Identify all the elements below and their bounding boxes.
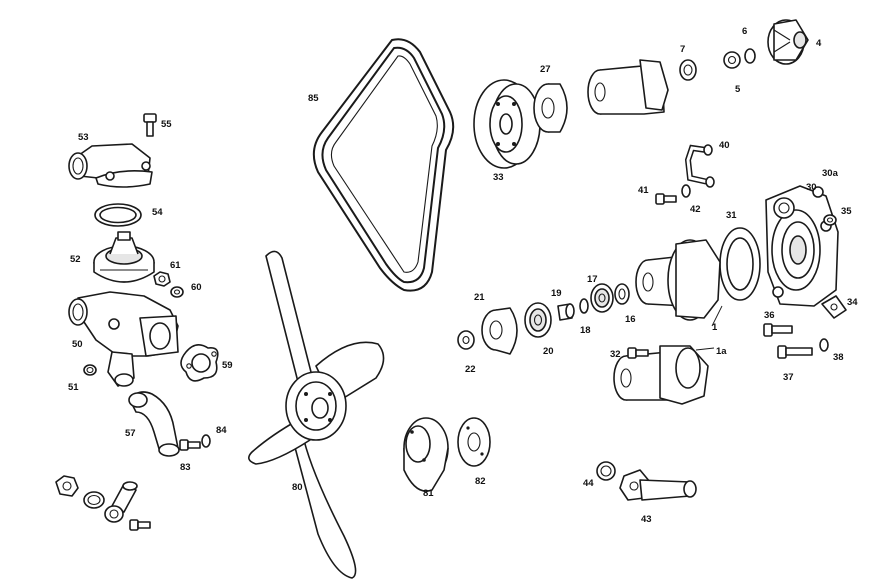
label-59: 59 [222, 360, 233, 371]
bolt-55[interactable] [143, 113, 157, 137]
label-1: 1 [712, 322, 718, 333]
v-belt-85[interactable] [312, 38, 455, 292]
bolt-41[interactable] [655, 193, 677, 205]
label-7: 7 [680, 44, 685, 55]
fan-80[interactable] [248, 250, 385, 579]
label-17: 17 [587, 274, 598, 285]
label-50: 50 [72, 339, 83, 350]
washer-22[interactable] [457, 330, 475, 350]
label-1a: 1a [716, 346, 727, 357]
washer-60[interactable] [170, 286, 184, 298]
part-labels: 1 1a 4 5 6 7 16 17 18 19 20 21 22 27 30 … [68, 26, 858, 525]
label-85: 85 [308, 93, 319, 104]
bolt-83[interactable] [179, 439, 201, 451]
washer-6[interactable] [744, 48, 756, 64]
label-20: 20 [543, 346, 554, 357]
gasket-31[interactable] [719, 227, 761, 301]
label-5: 5 [735, 84, 741, 95]
hose-57[interactable] [128, 391, 180, 457]
label-30: 30 [806, 182, 817, 193]
plug-51[interactable] [83, 364, 97, 376]
seal-ring-54[interactable] [94, 203, 142, 227]
label-32: 32 [610, 349, 621, 360]
plate-82[interactable] [457, 417, 491, 467]
flange-21[interactable] [481, 307, 518, 355]
thermostat-cover-53[interactable] [68, 143, 153, 188]
label-22: 22 [465, 364, 476, 375]
label-4: 4 [816, 38, 822, 49]
label-43: 43 [641, 514, 652, 525]
label-33: 33 [493, 172, 504, 183]
pulley-33[interactable] [473, 79, 541, 169]
water-pump-1[interactable] [635, 239, 721, 321]
label-80: 80 [292, 482, 303, 493]
thermostat-52[interactable] [93, 231, 155, 283]
pump-housing-30[interactable] [765, 185, 839, 307]
bolt-32[interactable] [627, 347, 649, 359]
ring-18[interactable] [579, 298, 589, 314]
label-19: 19 [551, 288, 562, 299]
impeller-4[interactable] [767, 19, 809, 65]
gasket-59[interactable] [180, 344, 219, 382]
outlet-pipe-43[interactable] [619, 469, 697, 501]
pipe-40[interactable] [684, 144, 715, 188]
thermostat-housing-50[interactable] [68, 291, 179, 387]
seal-16[interactable] [614, 283, 630, 305]
label-51: 51 [68, 382, 79, 393]
washer-84[interactable] [201, 434, 211, 448]
label-16: 16 [625, 314, 636, 325]
spacer-81[interactable] [403, 417, 449, 492]
label-40: 40 [719, 140, 730, 151]
water-pump-assembly-1a[interactable] [613, 345, 709, 405]
label-30a: 30a [822, 168, 839, 179]
plate-34[interactable] [821, 295, 847, 319]
leader-lines [695, 305, 723, 351]
label-34: 34 [847, 297, 858, 308]
label-38: 38 [833, 352, 844, 363]
seal-7[interactable] [679, 59, 697, 81]
bolt-36[interactable] [763, 323, 793, 337]
label-37: 37 [783, 372, 794, 383]
bolt-37[interactable] [777, 345, 813, 359]
label-54: 54 [152, 207, 163, 218]
washer-42[interactable] [681, 184, 691, 198]
bearing-17[interactable] [590, 283, 614, 313]
label-82: 82 [475, 476, 486, 487]
water-pump-top[interactable] [587, 59, 669, 115]
label-35: 35 [841, 206, 852, 217]
washer-35[interactable] [823, 214, 837, 226]
nut-5[interactable] [723, 51, 741, 69]
label-57: 57 [125, 428, 136, 439]
label-36: 36 [764, 310, 775, 321]
label-81: 81 [423, 488, 434, 499]
label-42: 42 [690, 204, 701, 215]
label-52: 52 [70, 254, 81, 265]
label-31: 31 [726, 210, 737, 221]
label-21: 21 [474, 292, 485, 303]
label-61: 61 [170, 260, 181, 271]
washer-38[interactable] [819, 338, 829, 352]
label-27: 27 [540, 64, 551, 75]
nut-61[interactable] [153, 271, 171, 287]
bearing-20[interactable] [524, 302, 552, 338]
label-84: 84 [216, 425, 227, 436]
label-44: 44 [583, 478, 594, 489]
seal-44[interactable] [596, 461, 616, 481]
hub-27[interactable] [533, 83, 568, 133]
label-6: 6 [742, 26, 747, 37]
label-41: 41 [638, 185, 649, 196]
label-53: 53 [78, 132, 89, 143]
sleeve-19[interactable] [557, 303, 575, 321]
label-83: 83 [180, 462, 191, 473]
label-60: 60 [191, 282, 202, 293]
label-55: 55 [161, 119, 172, 130]
label-18: 18 [580, 325, 591, 336]
hose-fitting-assembly[interactable] [55, 475, 151, 531]
